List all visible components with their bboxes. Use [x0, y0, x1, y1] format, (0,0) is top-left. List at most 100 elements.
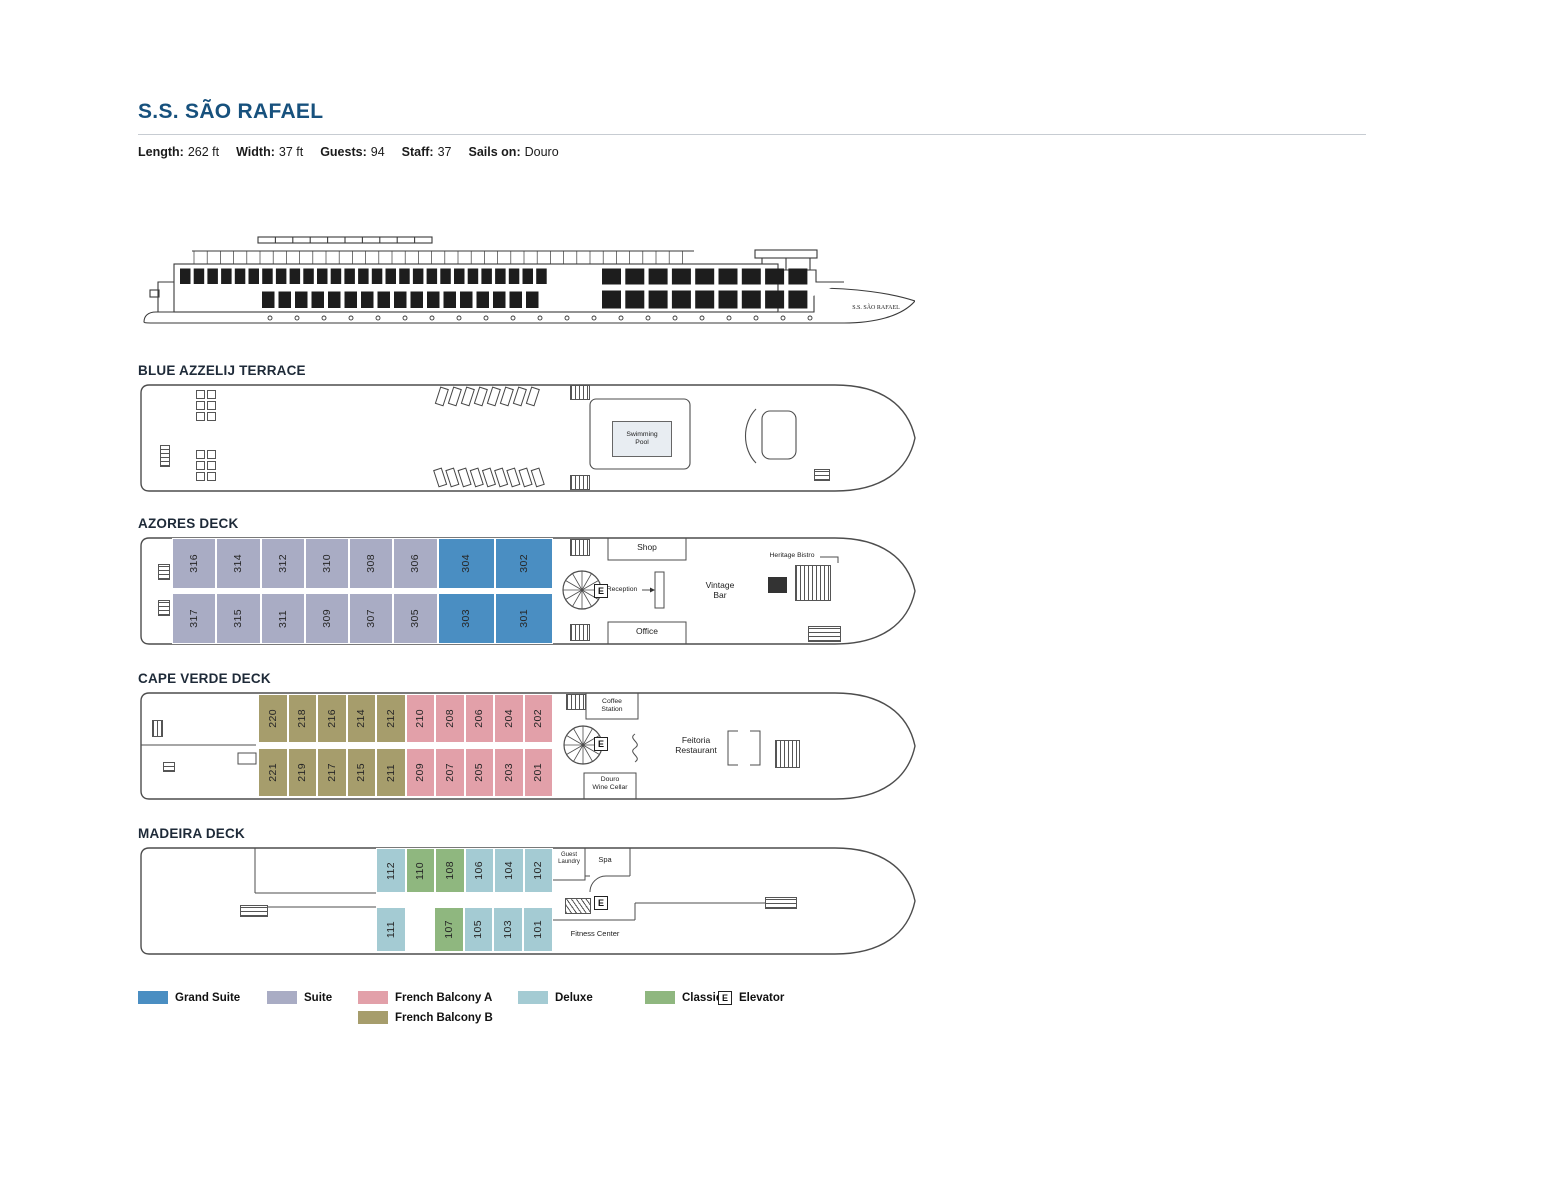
- french-balcony-a-swatch: [358, 991, 388, 1004]
- stat-item: Length:262 ft: [138, 145, 219, 159]
- table-icon: [207, 412, 216, 421]
- legend-label: Suite: [304, 991, 333, 1004]
- cabin-209: 209: [405, 748, 435, 797]
- stat-item: Sails on:Douro: [469, 145, 559, 159]
- cabin-number: 110: [414, 861, 427, 880]
- cabin-111: 111: [376, 907, 406, 952]
- cabin-211: 211: [376, 748, 406, 797]
- cabin-220: 220: [258, 694, 288, 743]
- profile-windows: [180, 268, 808, 309]
- cabin-216: 216: [317, 694, 347, 743]
- cabin-number: 101: [532, 920, 545, 939]
- terrace-hull: [140, 384, 916, 492]
- cabin-number: 103: [502, 920, 515, 939]
- cabin-number: 216: [325, 709, 338, 728]
- grand-suite-swatch: [138, 991, 168, 1004]
- stairs-hatch: [814, 469, 830, 481]
- cabin-number: 306: [409, 554, 422, 573]
- stairs-hatch: [565, 898, 591, 914]
- cabin-number: 219: [296, 763, 309, 782]
- coffee-station-walls: [585, 693, 639, 720]
- wine-cellar-walls: [583, 772, 637, 799]
- table-icon: [196, 472, 205, 481]
- cabin-number: 302: [518, 554, 531, 573]
- swimming-pool: Swimming Pool: [612, 421, 672, 457]
- spa-label: Spa: [598, 855, 612, 864]
- stairs-hatch: [566, 694, 586, 710]
- stairs-hatch: [570, 624, 590, 641]
- cabin-107: 107: [433, 907, 464, 952]
- legend-label: Elevator: [739, 992, 785, 1004]
- cabin-number: 303: [460, 609, 473, 628]
- elevator-symbol: E: [721, 993, 728, 1003]
- legend-label: Classic: [682, 991, 723, 1004]
- stern-hatch: [158, 600, 170, 616]
- door-arc: [589, 875, 607, 893]
- legend-label: Deluxe: [555, 991, 593, 1004]
- cabin-204: 204: [494, 694, 524, 743]
- cabin-number: 201: [532, 763, 545, 782]
- profile-portholes: [267, 315, 813, 321]
- shop-walls: [607, 538, 687, 561]
- bistro-counter: [768, 577, 787, 593]
- cabin-number: 221: [266, 763, 279, 782]
- legend-suite: Suite: [267, 991, 332, 1004]
- table-icon: [207, 390, 216, 399]
- cabin-301: 301: [495, 593, 553, 644]
- cabin-number: 206: [473, 709, 486, 728]
- cabin-number: 104: [502, 861, 515, 880]
- corridor-gap: [406, 907, 434, 952]
- cabin-number: 102: [532, 861, 545, 880]
- cabin-number: 215: [355, 763, 368, 782]
- cabin-number: 207: [443, 763, 456, 782]
- cabin-221: 221: [258, 748, 288, 797]
- terrace-tables: [196, 450, 216, 481]
- vintage-bar-label: Vintage Bar: [705, 580, 735, 601]
- elevator-icon: E: [594, 737, 608, 751]
- swimming-pool-label: Swimming Pool: [626, 430, 658, 446]
- restaurant-door: [632, 733, 638, 763]
- cabin-206: 206: [464, 694, 494, 743]
- legend-french-balcony-b: French Balcony B: [358, 1011, 493, 1024]
- cabin-202: 202: [523, 694, 553, 743]
- cabin-number: 311: [276, 609, 289, 628]
- cabin-number: 209: [414, 763, 427, 782]
- cabin-314: 314: [216, 538, 261, 589]
- cabin-number: 314: [232, 554, 245, 573]
- cabin-208: 208: [435, 694, 465, 743]
- cabin-number: 312: [276, 554, 289, 573]
- cabin-number: 301: [518, 609, 531, 628]
- cabin-number: 308: [365, 554, 378, 573]
- cabin-number: 305: [409, 609, 422, 628]
- cabin-304: 304: [437, 538, 496, 589]
- cabin-number: 310: [320, 554, 333, 573]
- suite-swatch: [267, 991, 297, 1004]
- deck-terrace: Swimming Pool: [138, 383, 918, 493]
- cabin-number: 202: [532, 709, 545, 728]
- cabin-number: 111: [384, 920, 397, 939]
- cabin-number: 307: [365, 609, 378, 628]
- cabin-number: 315: [232, 609, 245, 628]
- stairs-hatch: [765, 897, 797, 909]
- stairs-hatch: [808, 626, 841, 642]
- table-icon: [207, 461, 216, 470]
- elevator-symbol: E: [597, 898, 604, 908]
- cabin-106: 106: [464, 848, 494, 893]
- deck-title-azores: AZORES DECK: [138, 516, 239, 531]
- legend-label: Grand Suite: [175, 991, 241, 1004]
- elevator-symbol: E: [597, 586, 604, 596]
- reception-arrow-head: [650, 587, 655, 593]
- stairs-hatch: [240, 905, 268, 917]
- terrace-tables: [196, 390, 216, 421]
- stat-label: Guests:: [320, 145, 367, 159]
- cabin-number: 214: [355, 709, 368, 728]
- stat-label: Staff:: [401, 145, 434, 159]
- laundry-walls: [553, 848, 586, 881]
